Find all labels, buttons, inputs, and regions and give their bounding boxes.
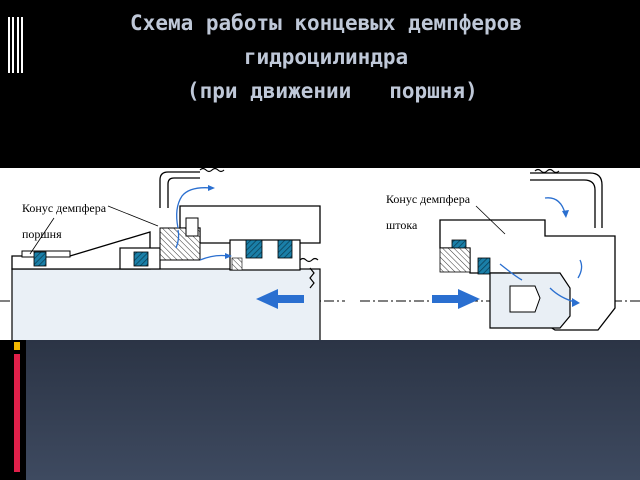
right-label-line-1: Конус демпфера <box>386 192 471 206</box>
damper-schematic <box>0 167 640 342</box>
right-diagram <box>360 168 640 331</box>
title-line-3: (при движении поршня) <box>174 79 478 103</box>
title-band <box>26 0 640 168</box>
right-label: Конус демпфера штока <box>374 180 470 245</box>
accent-red-bar <box>14 354 20 472</box>
diagram-canvas: Конус демпфера поршня Конус демпфера што… <box>0 167 640 342</box>
accent-yellow-bar <box>14 342 20 350</box>
piston-direction-arrow <box>256 289 304 309</box>
left-diagram <box>0 167 345 342</box>
piston-rod <box>11 268 321 342</box>
left-label-line-1: Конус демпфера <box>22 201 107 215</box>
title-line-1: Схема работы концевых демпферов <box>130 11 522 35</box>
left-label-line-2: поршня <box>22 227 62 241</box>
decorative-bars-icon <box>8 17 28 73</box>
right-label-line-2: штока <box>386 218 418 232</box>
cylinder-cover <box>179 205 321 244</box>
title-line-2: гидроцилиндра <box>243 45 409 69</box>
lower-band <box>26 340 640 480</box>
slide-title: Схема работы концевых демпферов гидроцил… <box>26 6 626 108</box>
rod-direction-arrow <box>432 289 480 309</box>
left-label: Конус демпфера поршня <box>10 189 106 254</box>
